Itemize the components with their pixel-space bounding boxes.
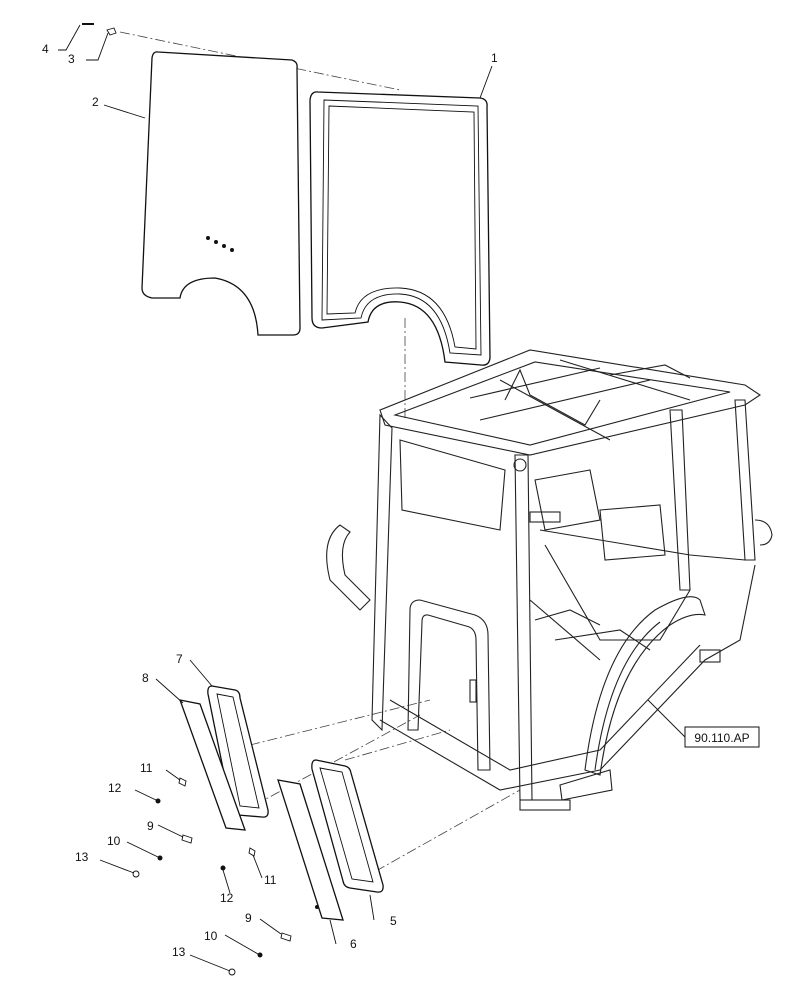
callout-10-upper: 10 — [107, 834, 121, 848]
cab-frame — [326, 349, 773, 811]
callout-3: 3 — [68, 52, 75, 66]
callout-9-lower: 9 — [245, 911, 252, 925]
callout-5: 5 — [390, 914, 397, 928]
callout-7: 7 — [176, 652, 183, 666]
reference-label[interactable]: 90.110.AP — [694, 731, 749, 745]
rear-window-seal — [309, 91, 491, 366]
reference-box[interactable]: 90.110.AP — [684, 726, 760, 748]
fasteners-lower — [220, 847, 292, 976]
assembly-lines — [119, 31, 521, 881]
callout-12-upper: 12 — [108, 781, 122, 795]
left-lower-window-glass — [178, 699, 246, 831]
callout-1: 1 — [491, 51, 498, 65]
leader-lines — [58, 24, 686, 972]
right-lower-window-glass — [277, 779, 344, 921]
callouts: 1 2 3 4 5 6 7 8 9 9 10 10 11 11 12 12 13… — [42, 42, 498, 959]
fasteners-upper — [132, 777, 193, 878]
callout-6: 6 — [350, 937, 357, 951]
callout-13-upper: 13 — [75, 850, 89, 864]
callout-10-lower: 10 — [204, 929, 218, 943]
callout-12-lower: 12 — [220, 891, 234, 905]
callout-4: 4 — [42, 42, 49, 56]
callout-11-lower: 11 — [264, 873, 277, 887]
callout-8: 8 — [142, 671, 149, 685]
small-pin-hardware — [82, 23, 117, 36]
rear-glass-panel — [141, 51, 301, 336]
callout-2: 2 — [92, 95, 99, 109]
left-lower-window-seal — [207, 685, 269, 818]
right-lower-window-seal — [311, 759, 384, 893]
callout-13-lower: 13 — [172, 945, 186, 959]
callout-11-upper: 11 — [140, 761, 153, 775]
callout-9-upper: 9 — [147, 819, 154, 833]
